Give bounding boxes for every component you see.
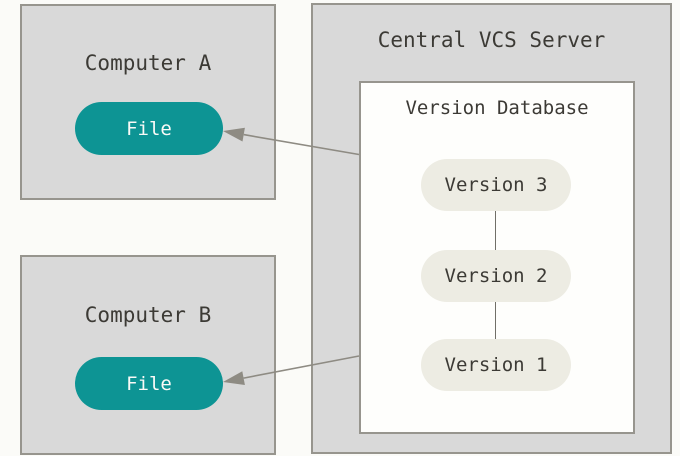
computer-b-file-node: File bbox=[75, 357, 223, 410]
version-3-node: Version 3 bbox=[421, 159, 571, 211]
version-1-node: Version 1 bbox=[421, 339, 571, 391]
central-vcs-server-title: Central VCS Server bbox=[377, 28, 606, 52]
connector-version3-version2 bbox=[495, 211, 496, 250]
connector-version2-version1 bbox=[495, 302, 496, 339]
version-2-node: Version 2 bbox=[421, 250, 571, 302]
version-database-title: Version Database bbox=[405, 97, 589, 119]
computer-a-file-node: File bbox=[75, 102, 223, 155]
computer-b-box bbox=[20, 255, 276, 455]
computer-a-title: Computer A bbox=[84, 51, 212, 75]
computer-b-title: Computer B bbox=[84, 303, 212, 327]
